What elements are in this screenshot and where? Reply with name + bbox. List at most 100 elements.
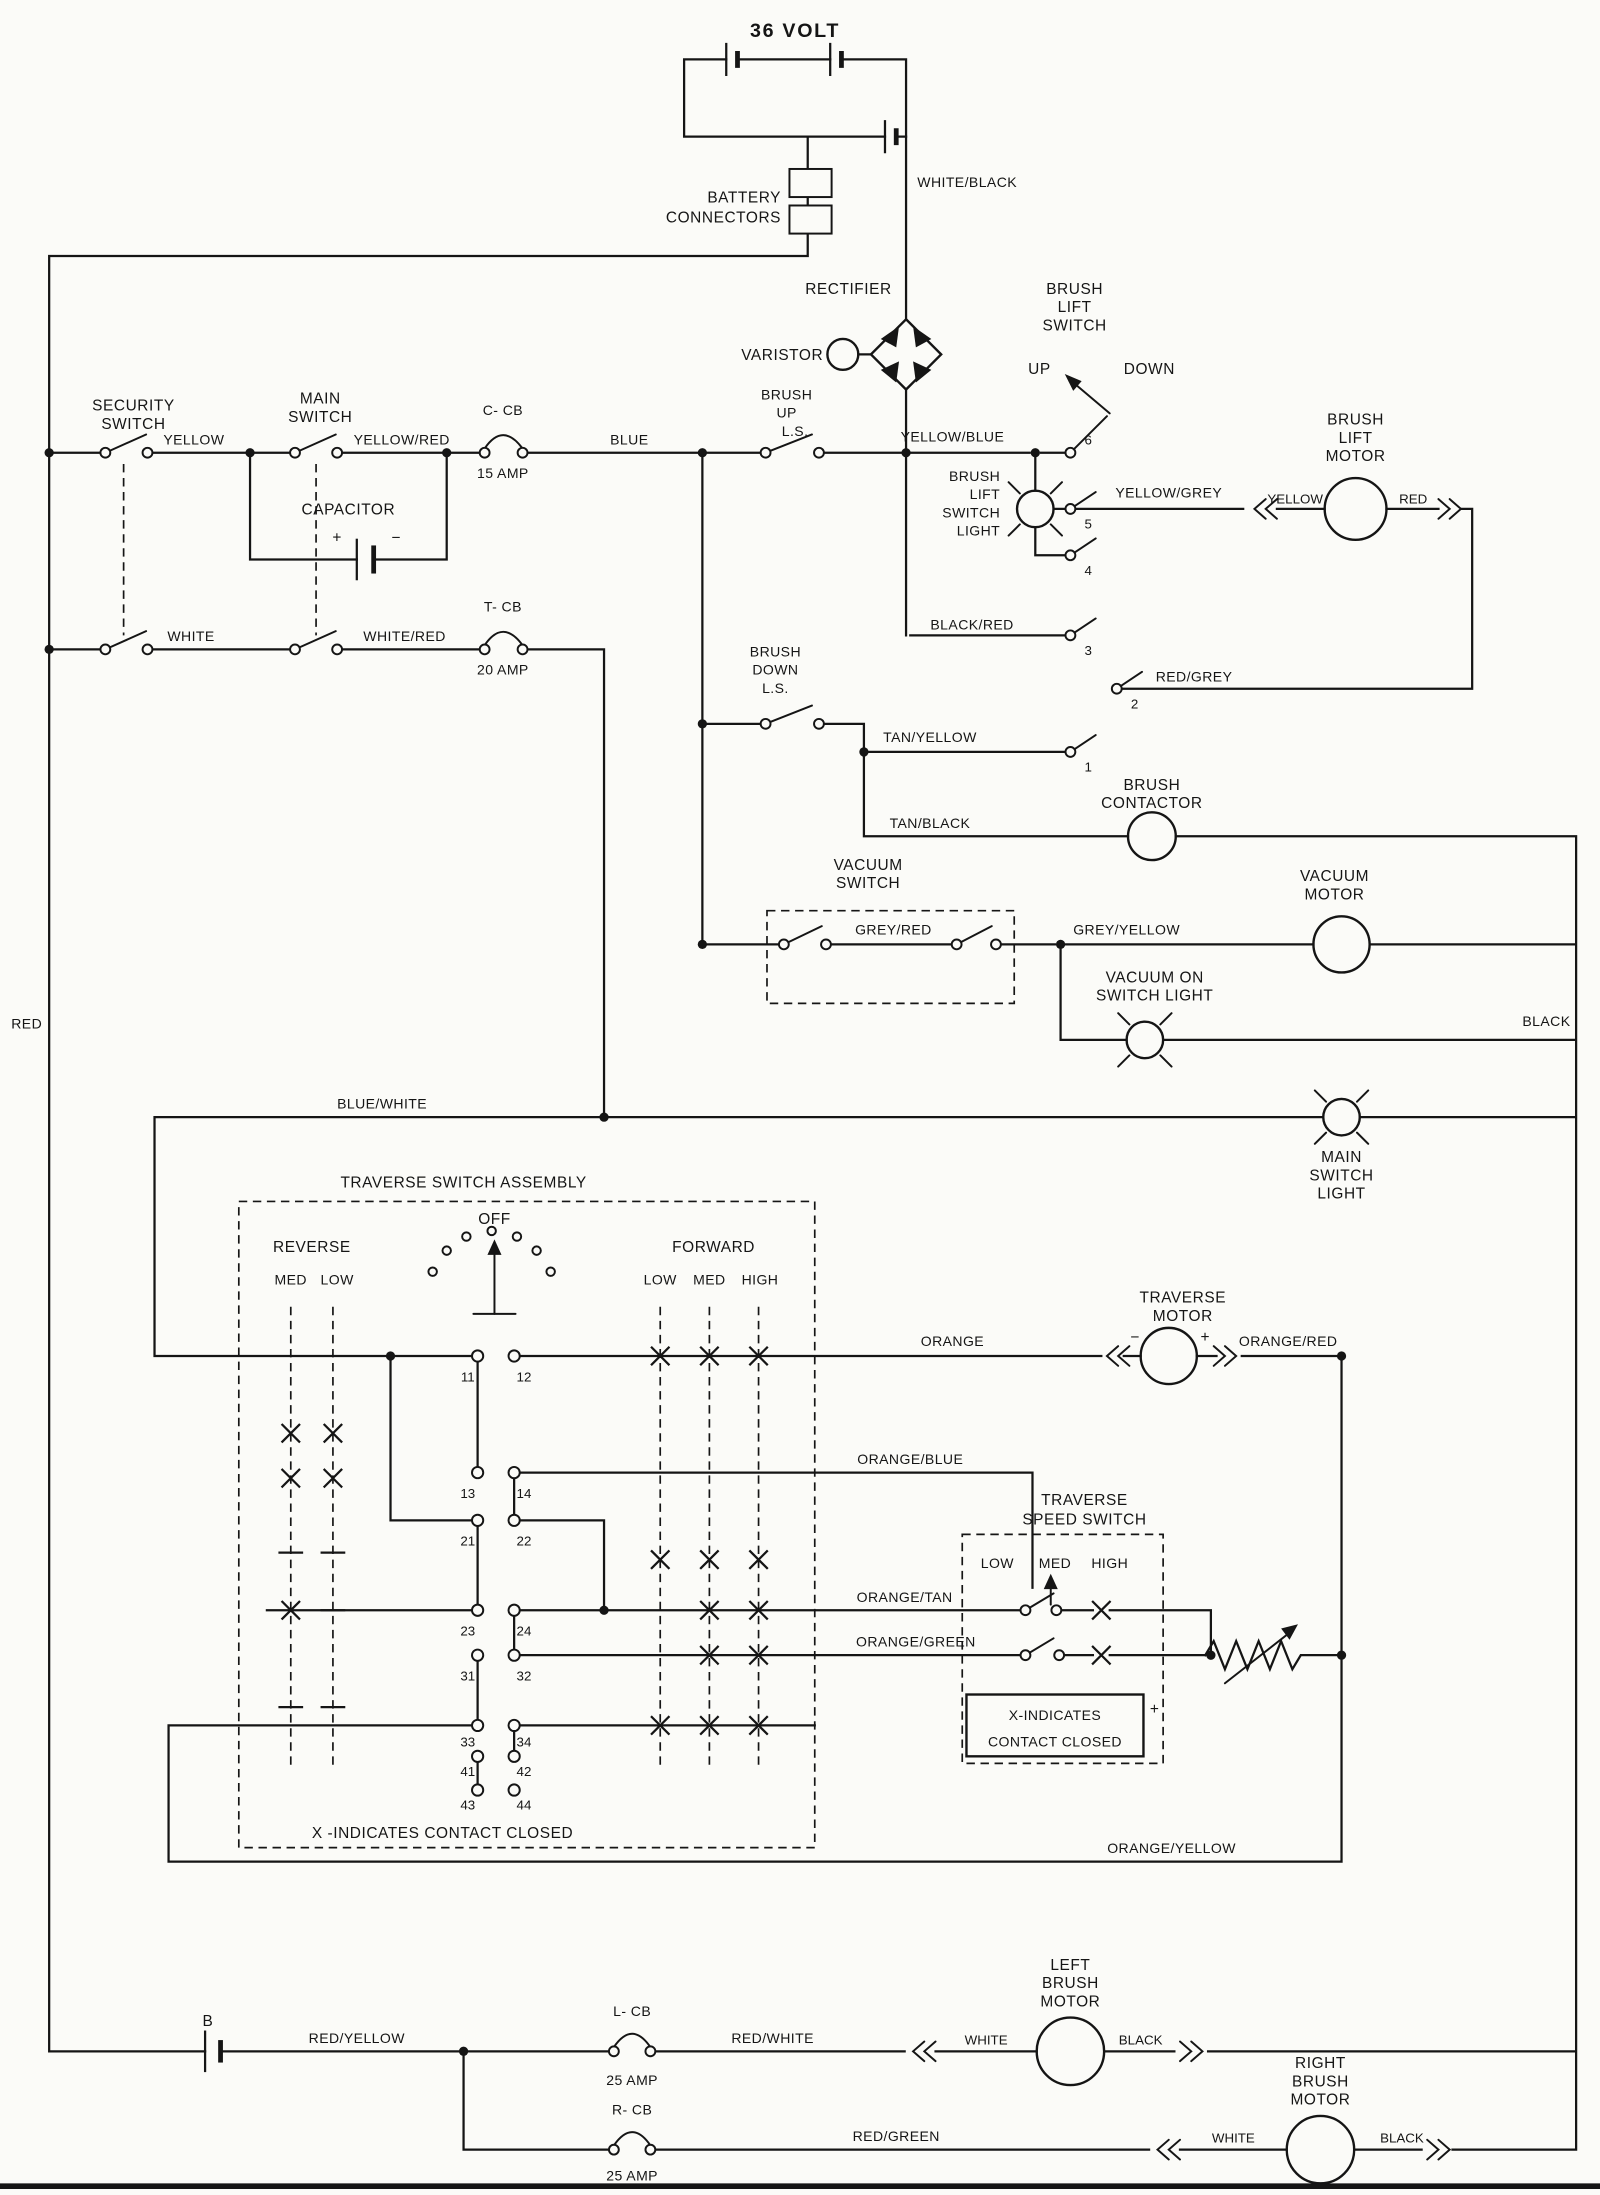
wire-label-lb-white: WHITE xyxy=(965,2032,1008,2047)
svg-text:44: 44 xyxy=(517,1798,532,1813)
brush-contactor-symbol xyxy=(1126,811,1177,862)
left-rail-red-label: RED xyxy=(11,1016,42,1032)
brush-lift-motor-symbol xyxy=(1323,476,1388,542)
right-brush-motor-label-3: MOTOR xyxy=(1290,2092,1350,2109)
svg-text:12: 12 xyxy=(517,1369,532,1384)
wire-label-rb-white: WHITE xyxy=(1212,2131,1255,2146)
left-brush-motor-label-3: MOTOR xyxy=(1040,1993,1100,2010)
diode-1-icon xyxy=(913,326,932,348)
battery-cell-short-plates xyxy=(735,50,899,146)
selector-arrowhead-icon xyxy=(1064,374,1082,391)
capacitor-plus: + xyxy=(332,530,342,547)
brush-lift-motor-label-3: MOTOR xyxy=(1326,448,1386,465)
wire-label-grey-yellow: GREY/YELLOW xyxy=(1073,922,1180,938)
traverse-motor-plus: + xyxy=(1200,1329,1210,1346)
wire-label-white-black: WHITE/BLACK xyxy=(917,174,1017,190)
wire-label-red-grey: RED/GREY xyxy=(1156,669,1233,685)
vacuum-switch-box xyxy=(766,909,1016,1005)
connector-chevrons-right-blm-icon xyxy=(1437,498,1463,520)
main-switch-light-label-3: LIGHT xyxy=(1317,1186,1365,1203)
main-switch-light-section: BLUE/WHITE MAIN SWITCH LIGHT xyxy=(337,1089,1373,1203)
brush-down-ls-label-2: DOWN xyxy=(752,662,798,678)
off-label: OFF xyxy=(478,1211,511,1228)
rectifier-bridge xyxy=(869,317,943,392)
wire-label-tan-black: TAN/BLACK xyxy=(890,815,971,831)
up-label: UP xyxy=(1028,361,1051,378)
battery-connectors-label-1: BATTERY xyxy=(707,190,781,207)
svg-text:13: 13 xyxy=(460,1486,475,1501)
r-cb-label: R- CB xyxy=(612,2102,652,2118)
svg-text:31: 31 xyxy=(460,1668,475,1683)
speed-switch-title-1: TRAVERSE xyxy=(1041,1492,1128,1509)
blsl-label-2: LIFT xyxy=(970,486,1001,502)
vacuum-motor-symbol xyxy=(1312,915,1371,974)
battery-box xyxy=(682,58,908,138)
contact-closed-x-marks xyxy=(280,1345,1112,1736)
blsl-label-4: LIGHT xyxy=(957,523,1000,539)
rev-low-label: LOW xyxy=(321,1271,355,1287)
contact-3: 3 xyxy=(1084,643,1091,658)
contact-4: 4 xyxy=(1084,563,1092,578)
contact-5: 5 xyxy=(1084,517,1091,532)
svg-text:24: 24 xyxy=(517,1624,532,1639)
brush-up-ls-label-1: BRUSH xyxy=(761,386,812,402)
rev-med-label: MED xyxy=(275,1271,307,1287)
switch-blades xyxy=(104,415,1144,1657)
mechanical-links xyxy=(122,463,317,636)
wire-label-blue-white: BLUE/WHITE xyxy=(337,1096,427,1112)
speed-high-label: HIGH xyxy=(1091,1555,1128,1571)
wire-label-red-green: RED/GREEN xyxy=(853,2128,940,2144)
wire-label-white-red: WHITE/RED xyxy=(363,628,446,644)
rectifier-label: RECTIFIER xyxy=(805,281,892,298)
contact-open-tick-marks xyxy=(278,1551,346,1709)
battery-connector-upper xyxy=(788,167,833,199)
speed-low-label: LOW xyxy=(981,1555,1015,1571)
varistor-symbol xyxy=(826,337,860,372)
wire-label-yellow-red: YELLOW/RED xyxy=(354,431,450,447)
wire-label-grey-red: GREY/RED xyxy=(855,922,932,938)
wire-label-orange: ORANGE xyxy=(921,1333,984,1349)
forward-label: FORWARD xyxy=(672,1239,755,1256)
left-brush-motor-label-2: BRUSH xyxy=(1042,1975,1099,1992)
battery-voltage-title: 36 VOLT xyxy=(750,20,840,42)
connector-chevrons-right-rbm-icon xyxy=(1426,2138,1452,2161)
security-switch-label-1: SECURITY xyxy=(92,398,175,415)
wire-label-orange-yellow: ORANGE/YELLOW xyxy=(1107,1840,1236,1856)
capacitor-minus: − xyxy=(391,530,401,547)
row-b-labels: WHITE WHITE/RED T- CB 20 AMP BLACK/RED xyxy=(167,598,1013,677)
diode-3-icon xyxy=(880,326,900,348)
r-cb-amp-label: 25 AMP xyxy=(606,2168,658,2184)
brush-lift-switch-label-3: SWITCH xyxy=(1042,318,1106,335)
wire-label-yellow: YELLOW xyxy=(163,431,224,447)
svg-text:14: 14 xyxy=(517,1486,532,1501)
wire-label-motor-red: RED xyxy=(1399,491,1427,506)
wire-label-orange-green: ORANGE/GREEN xyxy=(856,1634,976,1650)
rheostat-wiper xyxy=(1223,1631,1291,1685)
brush-up-ls-label-3: L.S. xyxy=(782,423,809,439)
speed-switch-box xyxy=(961,1533,1164,1765)
fwd-high-label: HIGH xyxy=(742,1271,779,1287)
brush-contactor-label-1: BRUSH xyxy=(1123,777,1180,794)
brush-down-ls-label-1: BRUSH xyxy=(750,643,801,659)
fwd-med-label: MED xyxy=(693,1271,725,1287)
brush-up-ls-label-2: UP xyxy=(776,405,796,421)
wire-label-lb-black: BLACK xyxy=(1119,2032,1163,2047)
wire-label-tan-yellow: TAN/YELLOW xyxy=(883,729,977,745)
traverse-assembly-title: TRAVERSE SWITCH ASSEMBLY xyxy=(340,1174,586,1191)
brush-lift-motor-label-1: BRUSH xyxy=(1327,412,1384,429)
junction-dots xyxy=(44,448,1347,2056)
speed-note-2: CONTACT CLOSED xyxy=(988,1733,1122,1749)
brush-contactor-label-2: CONTACTOR xyxy=(1101,795,1202,812)
traverse-assembly-box xyxy=(237,1200,816,1849)
vacuum-on-light-label-1: VACUUM ON xyxy=(1106,969,1204,986)
c-cb-amp-label: 15 AMP xyxy=(477,465,529,481)
vacuum-section: VACUUM SWITCH GREY/RED GREY/YELLOW VACUU… xyxy=(766,857,1371,1068)
bottom-motors-section: B RED/YELLOW L- CB 25 AMP RED/WHITE WHIT… xyxy=(202,1957,1452,2185)
right-rail-black-label: BLACK xyxy=(1522,1013,1570,1029)
speed-med-label: MED xyxy=(1039,1555,1071,1571)
svg-text:42: 42 xyxy=(517,1764,532,1779)
wire-label-orange-blue: ORANGE/BLUE xyxy=(857,1451,963,1467)
contact-terminals xyxy=(99,446,1123,2156)
speed-plus: + xyxy=(1150,1701,1160,1718)
